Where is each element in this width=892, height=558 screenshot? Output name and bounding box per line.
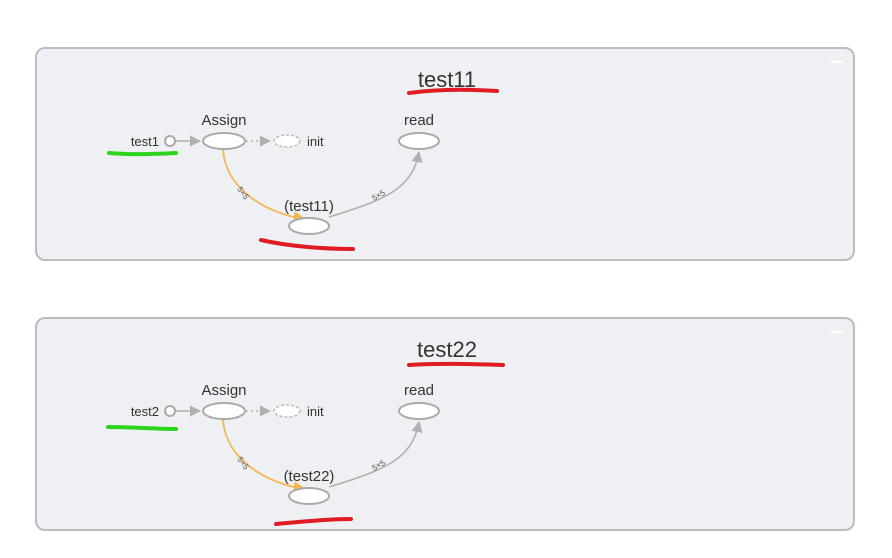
assign-node[interactable] bbox=[202, 402, 246, 420]
input-node-label: test2 bbox=[131, 404, 159, 419]
variable-node-label: (test11) bbox=[284, 198, 334, 215]
edge-variable-to-read bbox=[328, 420, 423, 488]
edge-assign-to-variable bbox=[222, 418, 307, 494]
green-annotation-underline bbox=[106, 425, 178, 431]
input-node-label: test1 bbox=[131, 134, 159, 149]
init-node-label: init bbox=[307, 134, 324, 149]
graph-title: test22 bbox=[417, 337, 477, 362]
init-node[interactable] bbox=[273, 134, 301, 148]
red-annotation-underline bbox=[274, 517, 353, 526]
graph-panel-test11: test11 5×5 5×5 test1 Assign init read (t… bbox=[35, 47, 855, 261]
input-node[interactable] bbox=[164, 135, 176, 147]
read-node-label: read bbox=[404, 112, 434, 129]
edge-variable-to-read bbox=[328, 150, 423, 218]
graph-canvas: test11 5×5 5×5 test1 Assign init read (t… bbox=[107, 67, 499, 251]
graph-canvas: test22 5×5 5×5 test2 Assign init read (t… bbox=[106, 337, 505, 526]
collapse-icon[interactable] bbox=[831, 61, 843, 63]
red-annotation-underline bbox=[259, 238, 355, 251]
read-node[interactable] bbox=[398, 402, 440, 420]
assign-node-label: Assign bbox=[201, 382, 246, 399]
read-node[interactable] bbox=[398, 132, 440, 150]
variable-node[interactable] bbox=[288, 487, 330, 505]
read-node-label: read bbox=[404, 382, 434, 399]
edge-label-shape-down: 5×5 bbox=[235, 185, 250, 202]
init-node-label: init bbox=[307, 404, 324, 419]
edge-label-shape-down: 5×5 bbox=[235, 455, 250, 472]
red-annotation-underline bbox=[407, 361, 505, 367]
variable-node[interactable] bbox=[288, 217, 330, 235]
variable-node-label: (test22) bbox=[284, 468, 335, 485]
edge-assign-to-variable bbox=[222, 148, 307, 224]
edge-label-shape-up: 5×5 bbox=[371, 188, 388, 203]
red-annotation-underline bbox=[407, 87, 499, 95]
green-annotation-underline bbox=[107, 151, 178, 157]
assign-node[interactable] bbox=[202, 132, 246, 150]
input-node[interactable] bbox=[164, 405, 176, 417]
assign-node-label: Assign bbox=[201, 112, 246, 129]
init-node[interactable] bbox=[273, 404, 301, 418]
graph-panel-test22: test22 5×5 5×5 test2 Assign init read (t… bbox=[35, 317, 855, 531]
edge-label-shape-up: 5×5 bbox=[371, 458, 388, 473]
collapse-icon[interactable] bbox=[831, 331, 843, 333]
